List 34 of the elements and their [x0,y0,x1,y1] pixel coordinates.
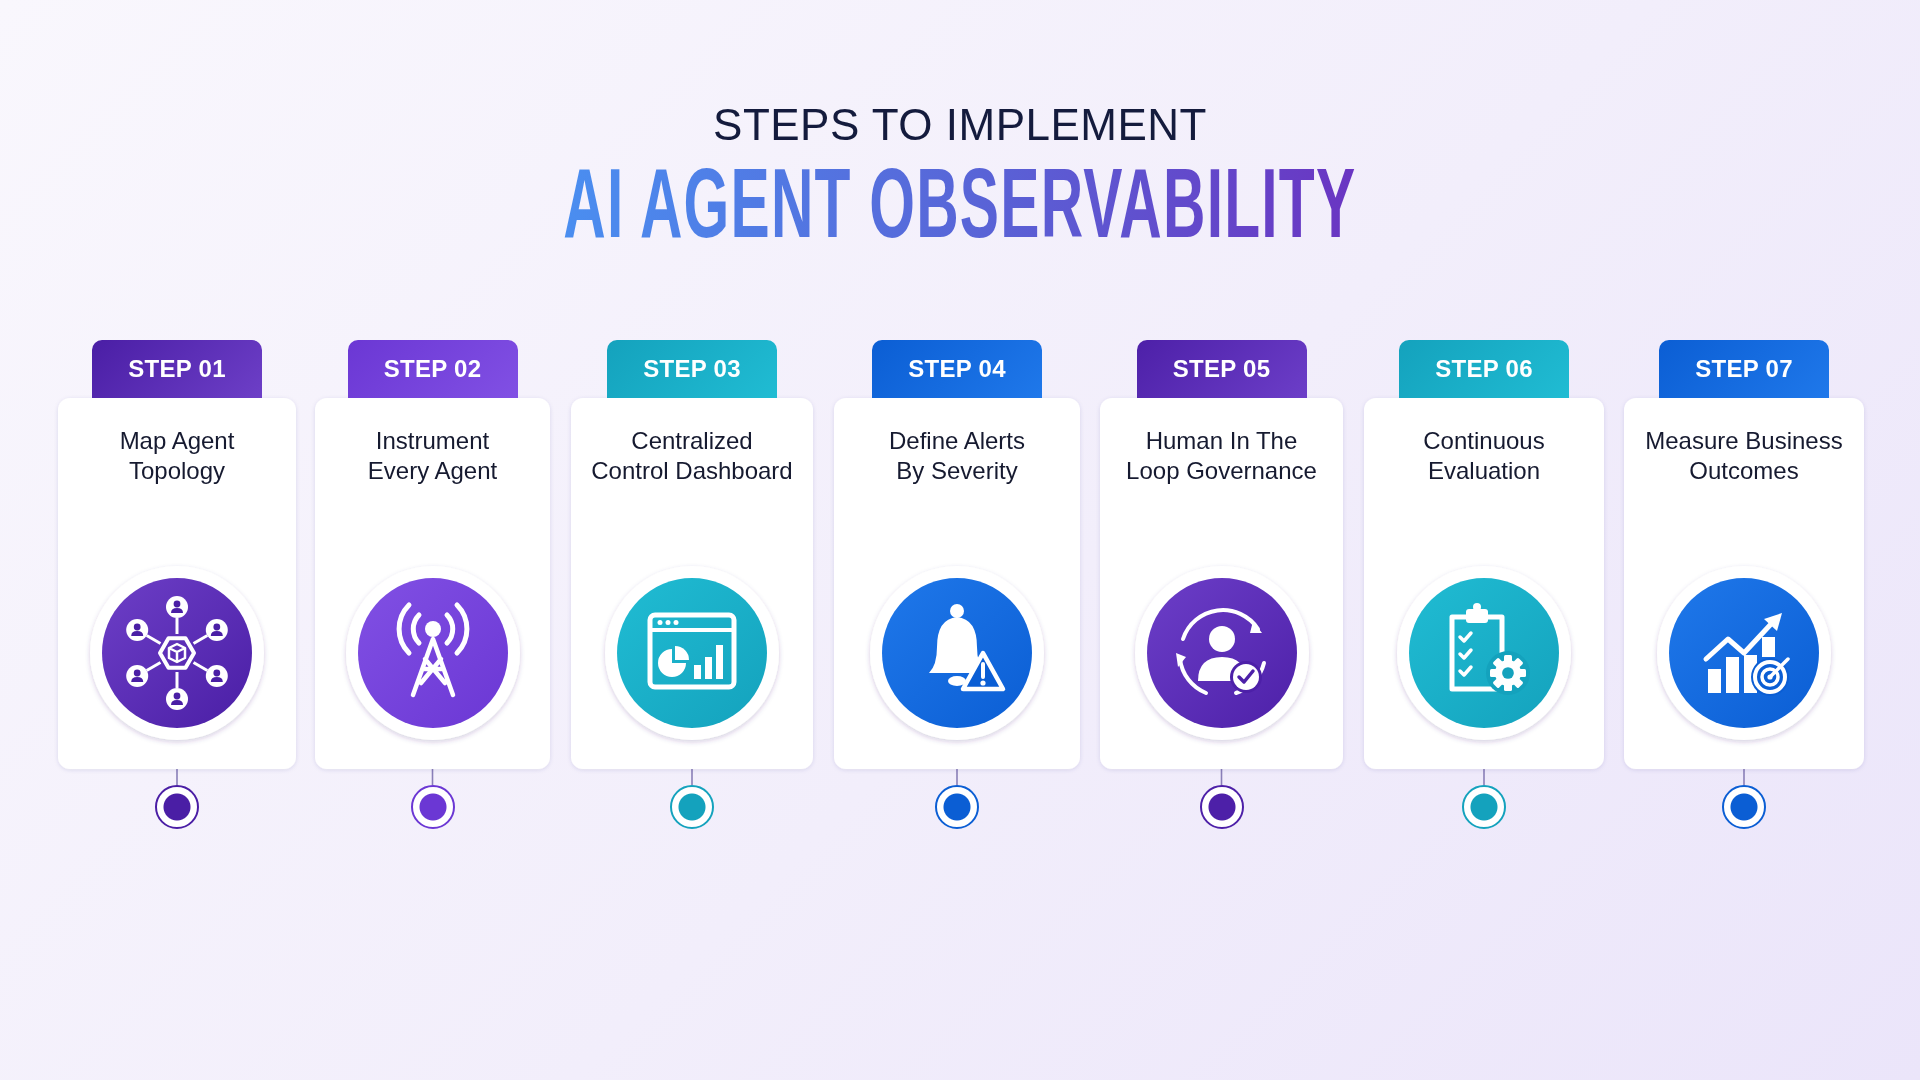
timeline-dot [155,785,199,829]
subtitle: STEPS TO IMPLEMENT [713,100,1207,149]
timeline-dot [670,785,714,829]
connector-line [1483,768,1485,786]
step-card [58,340,296,769]
step-card [1100,340,1343,769]
step-title: Define Alerts By Severity [888,427,1026,484]
step-tab: STEP 03 [607,340,777,398]
step-card [834,340,1080,769]
step-title: Human In The Loop Governance [1126,427,1317,484]
connector-line [176,768,178,786]
step-card [1624,340,1864,769]
timeline-dot [410,785,455,829]
step-tab: STEP 02 [347,340,518,398]
step-title: Centralized Control Dashboard [591,427,793,484]
step-tab: STEP 06 [1399,340,1569,398]
step-tab: STEP 07 [1659,340,1829,398]
step-tab: STEP 05 [1136,340,1307,398]
timeline-dot [1199,785,1244,829]
step-title: Continuous Evaluation [1423,427,1545,484]
step-tab: STEP 04 [872,340,1042,398]
step-title: Map Agent Topology [119,427,235,484]
timeline-dot [1462,785,1506,829]
step-card [571,340,813,769]
connector-line [691,768,693,786]
step-card [315,340,550,769]
step-title: Measure Business Outcomes [1645,427,1843,484]
step-tab: STEP 01 [92,340,262,398]
step-title: Instrument Every Agent [367,427,498,484]
connector-line [956,768,958,786]
connector-line [1743,768,1745,786]
timeline-dot [935,785,979,829]
timeline-dot [1722,785,1766,829]
step-card [1364,340,1604,769]
